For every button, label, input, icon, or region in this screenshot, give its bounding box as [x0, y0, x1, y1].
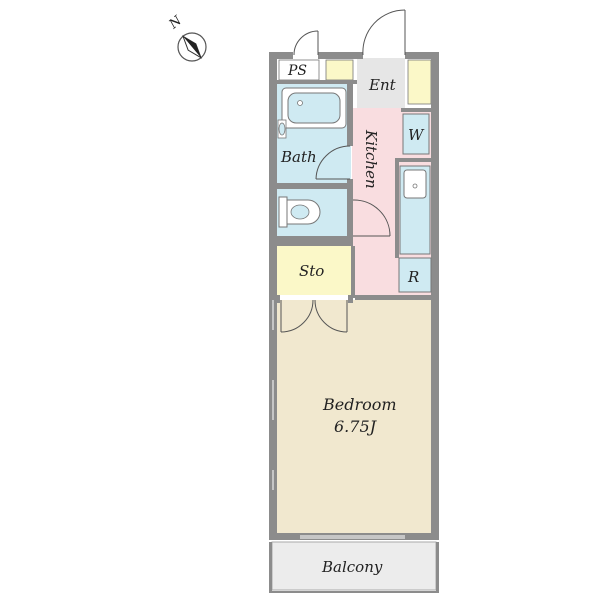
storage-label: Sto — [299, 262, 324, 280]
refrigerator-space — [398, 257, 432, 293]
compass-label: N — [166, 13, 186, 33]
shoe-cabinet-right — [407, 59, 432, 105]
entrance-door — [362, 9, 406, 56]
washer-label: W — [408, 126, 425, 144]
wash-basin — [277, 119, 287, 139]
entrance-label: Ent — [368, 76, 397, 94]
balcony — [269, 541, 439, 593]
storage-floor — [277, 246, 351, 295]
balcony-label: Balcony — [321, 558, 383, 576]
bedroom-size: 6.75J — [334, 417, 378, 436]
bedroom-floor — [275, 300, 433, 535]
storage-doors — [280, 299, 348, 333]
balcony-window — [300, 535, 405, 539]
bedroom-label: Bedroom — [322, 395, 397, 414]
compass: N — [166, 13, 207, 62]
entrance-floor — [357, 58, 405, 108]
toilet-door — [352, 199, 391, 237]
ps-door — [293, 30, 319, 56]
kitchen-label: Kitchen — [362, 129, 380, 189]
north-arrow-icon — [182, 35, 202, 59]
bath-label: Bath — [280, 148, 317, 166]
kitchen-sink — [399, 165, 431, 255]
shoe-cabinet-left — [325, 59, 354, 81]
washer-space — [402, 113, 430, 155]
bathtub — [281, 87, 347, 129]
bath-door — [315, 145, 351, 180]
toilet — [278, 196, 321, 228]
refrigerator-label: R — [407, 268, 419, 286]
ps-label: PS — [287, 63, 307, 79]
